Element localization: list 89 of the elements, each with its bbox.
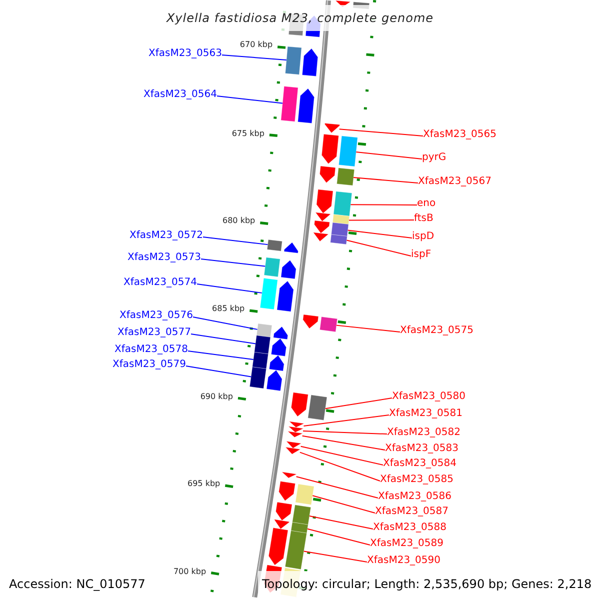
gene-feature <box>280 86 314 124</box>
gene-feature <box>315 212 350 224</box>
leader-line <box>196 284 262 294</box>
gene-label: XfasM23_0572 <box>129 230 203 242</box>
gene-label: XfasM23_0587 <box>375 506 449 518</box>
leader-line <box>216 96 284 104</box>
gene-feature <box>288 431 303 438</box>
gene-feature <box>316 189 352 216</box>
gene-label: XfasM23_0575 <box>400 325 474 337</box>
gene-label: XfasM23_0582 <box>387 427 461 439</box>
gene-label: XfasM23_0583 <box>385 443 459 455</box>
gene-feature <box>290 392 328 420</box>
gene-label: XfasM23_0576 <box>119 310 193 322</box>
leader-line <box>200 258 266 267</box>
leader-line <box>302 435 386 450</box>
accession-text: Accession: NC_010577 <box>9 576 146 592</box>
gene-feature <box>278 481 314 506</box>
leader-line <box>192 316 258 330</box>
scale-label: 680 kbp <box>222 216 256 226</box>
leader-line <box>356 152 422 160</box>
gene-label: XfasM23_0586 <box>378 491 452 503</box>
leader-line <box>299 452 380 482</box>
gene-label: XfasM23_0584 <box>383 458 457 470</box>
leader-line <box>347 230 412 238</box>
scale-label: 685 kbp <box>212 304 245 314</box>
gene-feature <box>256 323 288 340</box>
gene-feature <box>254 335 286 356</box>
leader-line <box>312 495 376 514</box>
gene-label: ispD <box>412 231 434 243</box>
gene-label: XfasM23_0580 <box>392 391 466 403</box>
gene-feature <box>289 421 304 428</box>
leader-line <box>306 528 370 546</box>
leader-line <box>296 476 378 498</box>
gene-feature <box>260 278 294 312</box>
gene-label: XfasM23_0579 <box>112 359 186 371</box>
gene-label: XfasM23_0578 <box>114 344 188 356</box>
scale-label: 690 kbp <box>200 392 233 402</box>
gene-feature <box>302 314 338 332</box>
scale-label: 675 kbp <box>232 128 264 138</box>
gene-feature <box>288 426 304 433</box>
leader-line <box>324 398 392 410</box>
gene-label: XfasM23_0589 <box>370 538 444 550</box>
gene-feature <box>282 472 297 478</box>
gene-feature <box>313 232 348 245</box>
gene-label: XfasM23_0588 <box>373 522 447 534</box>
gene-feature <box>321 134 358 167</box>
leader-line <box>303 550 368 562</box>
gene-feature <box>320 166 355 186</box>
scale-label: 695 kbp <box>188 479 220 489</box>
gene-label: XfasM23_0567 <box>418 176 492 188</box>
leader-line <box>308 515 374 530</box>
scale-label: 670 kbp <box>240 40 273 50</box>
gene-label: XfasM23_0564 <box>143 89 217 101</box>
leader-line <box>188 350 254 360</box>
gene-label: eno <box>417 198 436 210</box>
gene-label: XfasM23_0574 <box>123 277 197 289</box>
gene-feature <box>285 46 318 76</box>
scale-label: 700 kbp <box>173 566 206 576</box>
gene-label: XfasM23_0573 <box>127 252 201 264</box>
gene-feature <box>274 519 308 534</box>
gene-feature <box>249 366 282 392</box>
leader-line <box>348 220 414 221</box>
gene-label: ftsB <box>414 213 434 225</box>
leader-line <box>350 204 418 206</box>
leader-line <box>336 324 400 332</box>
leader-line <box>300 446 384 466</box>
gene-feature <box>286 440 302 448</box>
gene-feature <box>285 446 301 454</box>
gene-feature <box>252 352 284 372</box>
gene-label: XfasM23_0563 <box>148 48 222 60</box>
gene-feature <box>264 257 296 280</box>
gene-label: XfasM23_0585 <box>380 474 454 486</box>
leader-line <box>186 366 252 378</box>
leader-line <box>353 177 418 184</box>
leader-line <box>303 414 390 426</box>
gene-feature <box>314 220 349 236</box>
gene-label: ispF <box>411 249 432 261</box>
gene-feature <box>268 528 308 570</box>
gene-label: XfasM23_0577 <box>117 327 191 339</box>
leader-line <box>190 334 256 344</box>
gene-label: XfasM23_0581 <box>389 408 463 420</box>
gene-feature <box>266 239 298 254</box>
gene-feature <box>276 502 312 525</box>
gene-label: XfasM23_0565 <box>423 129 497 141</box>
leader-line <box>302 430 388 434</box>
leader-line <box>202 236 268 246</box>
leader-line <box>346 240 412 256</box>
gene-label: pyrG <box>422 152 446 164</box>
gene-label: XfasM23_0590 <box>367 555 441 567</box>
